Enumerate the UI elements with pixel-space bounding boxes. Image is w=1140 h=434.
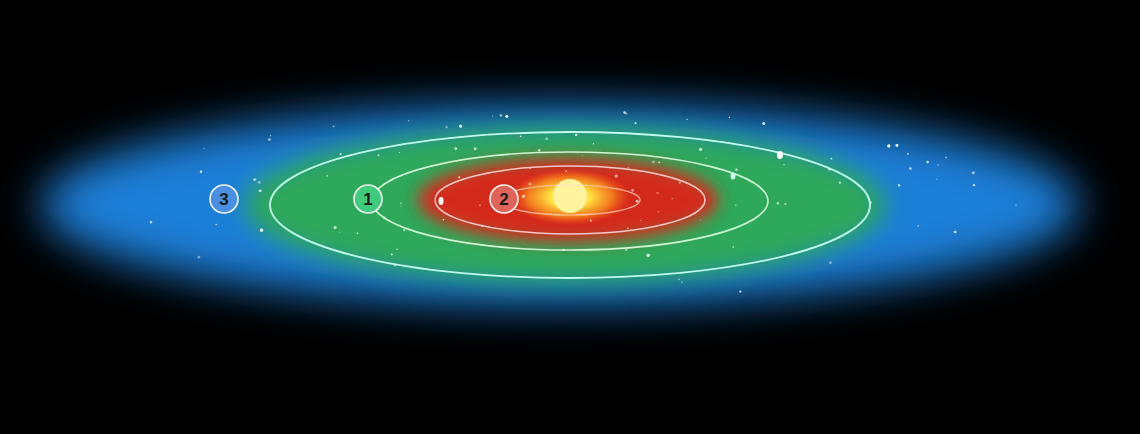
- orbits: [270, 132, 870, 278]
- star-glow: [510, 169, 630, 225]
- callout-number: 3: [219, 191, 228, 208]
- hot-zone: [418, 158, 718, 242]
- callout-circle: 3: [209, 184, 239, 214]
- background-stars: [150, 111, 1017, 292]
- cold-zone: [40, 105, 1080, 305]
- callout-circle: 1: [353, 184, 383, 214]
- star: [553, 179, 587, 213]
- callout-number: 1: [363, 191, 372, 208]
- habitable-zone: [245, 127, 885, 283]
- callout-number: 2: [499, 191, 508, 208]
- callout-circle: 2: [489, 184, 519, 214]
